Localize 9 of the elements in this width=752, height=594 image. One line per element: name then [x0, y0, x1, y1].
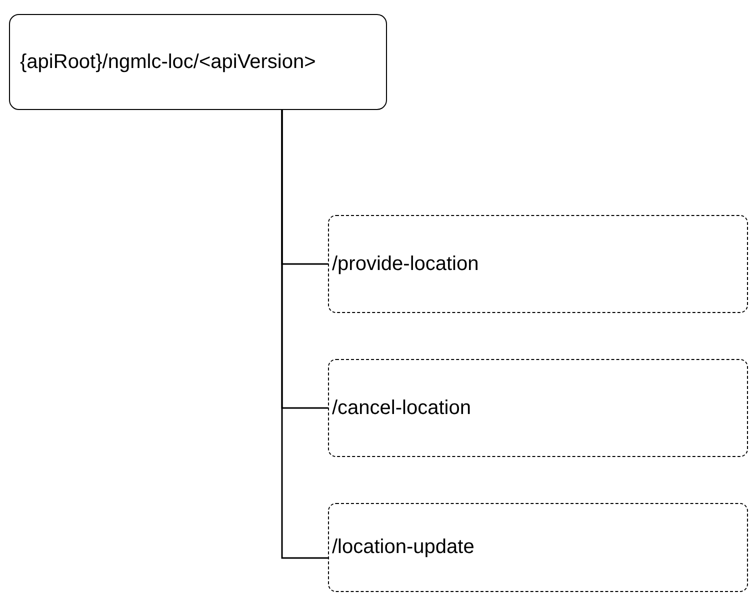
resource-box	[328, 359, 748, 457]
resource-path: /provide-location	[332, 252, 479, 276]
resource-box	[328, 215, 748, 313]
connector-line	[281, 110, 328, 559]
root-resource-box	[9, 14, 387, 110]
resource-path: /cancel-location	[332, 396, 471, 420]
resource-path: /location-update	[332, 536, 474, 559]
resource-path: {apiRoot}/ngmlc-loc/<apiVersion>	[20, 50, 316, 74]
resource-box	[328, 503, 748, 592]
